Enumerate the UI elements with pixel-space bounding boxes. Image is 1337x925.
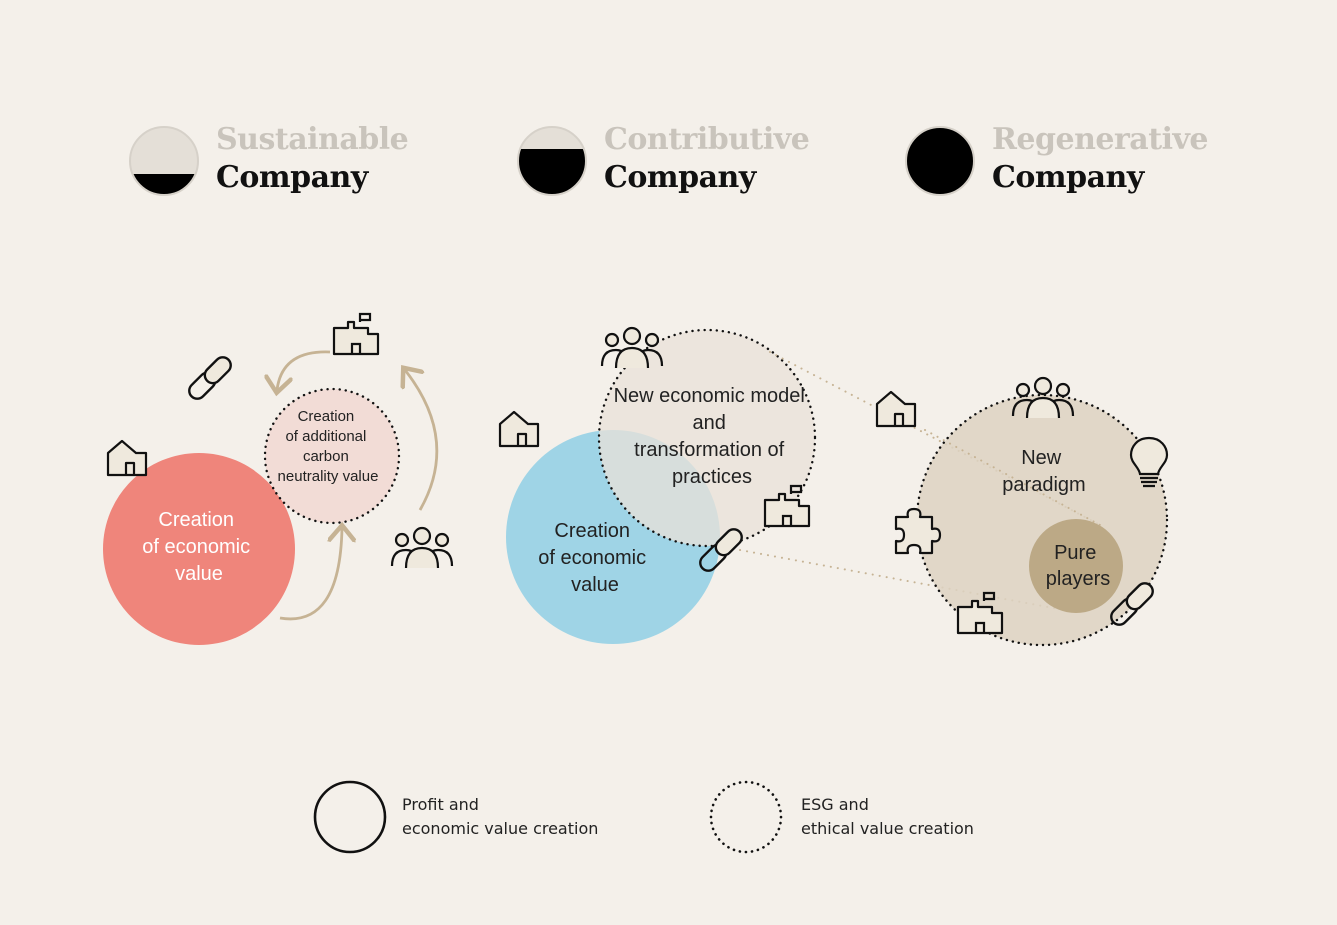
stage-title-line1: Sustainable	[216, 122, 409, 157]
new-model-circle	[597, 328, 817, 548]
carbon-value-label: neutrality value	[278, 468, 379, 485]
contributive-diagram: New economic model and transformation of…	[498, 326, 817, 644]
economic-value-label: Creation	[158, 509, 234, 531]
filled-circle-icon	[905, 126, 975, 196]
legend-text-line: ethical value creation	[801, 819, 974, 838]
economic-value-label: Creation	[554, 520, 630, 542]
economic-value-label: of economic	[538, 547, 646, 569]
legend-solid-label: Profit and economic value creation	[402, 793, 598, 841]
stage-title-line1: Regenerative	[992, 122, 1209, 157]
new-model-label: and	[693, 412, 726, 434]
cycle-arrow	[277, 350, 331, 390]
economic-value-label: value	[175, 563, 223, 585]
cycle-arrow	[405, 370, 439, 511]
new-model-label: New economic model	[614, 385, 805, 407]
legend-text-line: economic value creation	[402, 819, 599, 838]
house-icon	[498, 410, 540, 448]
half-filled-circle-icon	[129, 126, 199, 196]
legend-text-line: Profit and	[402, 795, 479, 814]
people-icon	[390, 526, 454, 570]
house-icon	[106, 439, 148, 477]
legend-dotted-circle-icon	[709, 780, 783, 854]
svg-text:Pure players: Pure players	[1046, 542, 1110, 590]
svg-text:Creation of additional: Creation of additional carbon neutrality…	[278, 408, 379, 485]
cycle-arrow	[279, 528, 342, 621]
economic-value-circle	[103, 453, 295, 645]
carbon-value-label: of additional	[285, 428, 366, 445]
carbon-value-circle	[263, 387, 401, 525]
legend-solid-circle-icon	[313, 780, 387, 854]
regenerative-diagram: New paradigm Pure players	[875, 376, 1169, 647]
pure-players-circle	[1029, 519, 1123, 613]
stage-title-line2: Company	[216, 160, 368, 195]
new-paradigm-label: New	[1021, 447, 1062, 469]
stage-title-line1: Contributive	[604, 122, 810, 157]
new-paradigm-label: paradigm	[1002, 474, 1085, 496]
house-icon	[875, 390, 917, 428]
economic-value-label: of economic	[142, 536, 250, 558]
mostly-filled-circle-icon	[517, 126, 587, 196]
link-icon	[184, 352, 236, 404]
factory-icon	[332, 312, 380, 356]
legend-text-line: ESG and	[801, 795, 869, 814]
svg-text:New paradigm: New paradigm	[1002, 447, 1085, 496]
stage-title-line2: Company	[992, 160, 1144, 195]
economic-value-label: value	[571, 574, 619, 596]
sustainable-diagram: Creation of economic value Creation of a…	[103, 312, 454, 645]
legend-dotted-label: ESG and ethical value creation	[801, 793, 974, 841]
pure-players-label: players	[1046, 568, 1110, 590]
new-model-label: practices	[672, 466, 752, 488]
new-model-label: transformation of	[634, 439, 785, 461]
svg-text:Creation of economic: Creation of economic value	[142, 509, 255, 585]
stage-title-line2: Company	[604, 160, 756, 195]
legend	[313, 780, 783, 854]
pure-players-label: Pure	[1054, 542, 1096, 564]
carbon-value-label: Creation	[298, 408, 355, 425]
svg-text:Creation of economic: Creation of economic value	[538, 520, 651, 596]
connector-line	[924, 429, 1101, 526]
svg-text:New economic model and: New economic model and transformation of…	[614, 385, 811, 488]
carbon-value-label: carbon	[303, 448, 349, 465]
